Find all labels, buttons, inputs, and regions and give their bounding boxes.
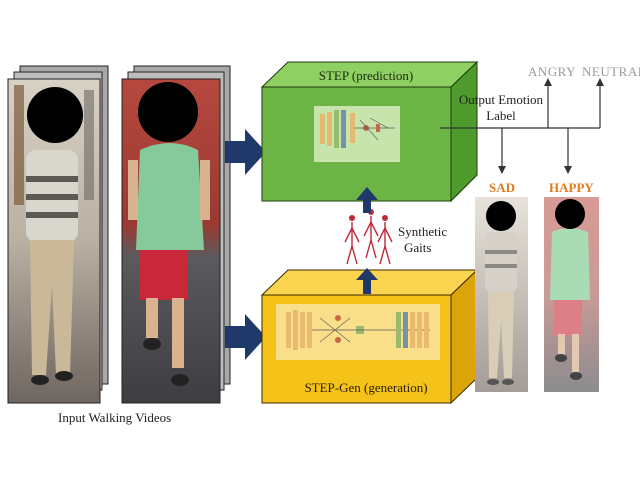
synthetic-gaits-line2: Gaits <box>404 240 432 255</box>
input-video-2 <box>121 65 231 404</box>
arrow-to-angry <box>544 78 552 86</box>
arrow-to-step <box>225 129 266 175</box>
output-label-line2: Label <box>486 108 516 123</box>
arrow-to-happy <box>564 166 572 174</box>
emotion-happy: HAPPY <box>549 180 594 195</box>
synthetic-gaits-line1: Synthetic <box>398 224 448 239</box>
synthetic-gaits-label: Synthetic Gaits <box>398 224 447 256</box>
step-gen-title: STEP-Gen (generation) <box>304 380 428 395</box>
step-gen-box <box>260 268 479 405</box>
output-connectors <box>440 85 601 168</box>
input-video-1 <box>7 65 109 404</box>
arrow-to-neutral <box>596 78 604 86</box>
arrow-to-stepgen <box>225 314 266 360</box>
happy-output-thumbnail <box>544 197 599 392</box>
emotion-neutral: NEUTRAL <box>582 64 640 79</box>
arrow-gaits-to-step <box>356 187 378 213</box>
output-emotion-label: Output Emotion Label <box>458 92 544 124</box>
arrow-to-sad <box>498 166 506 174</box>
emotion-sad: SAD <box>489 180 516 195</box>
synthetic-gaits-figures <box>344 209 393 265</box>
step-prediction-title: STEP (prediction) <box>318 68 414 83</box>
output-label-line1: Output Emotion <box>458 92 544 107</box>
step-prediction-box <box>260 60 479 203</box>
sad-output-thumbnail <box>475 197 528 392</box>
input-caption: Input Walking Videos <box>58 410 172 425</box>
arrow-gen-to-gaits <box>356 268 378 294</box>
emotion-angry: ANGRY <box>528 64 577 79</box>
